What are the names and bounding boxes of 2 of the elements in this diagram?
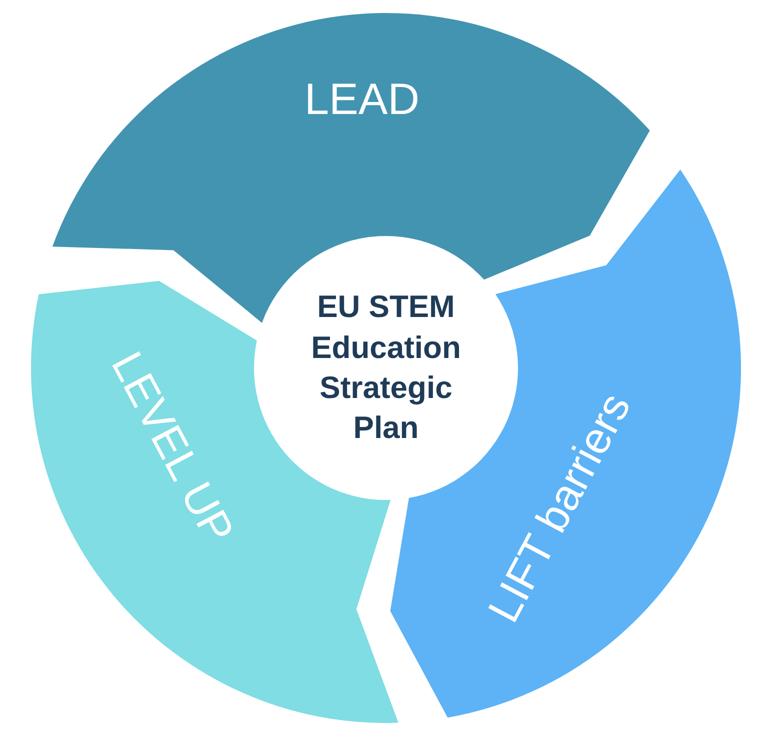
segment-label: LEAD: [304, 75, 420, 125]
center-title: EU STEM Education Strategic Plan: [310, 288, 462, 448]
